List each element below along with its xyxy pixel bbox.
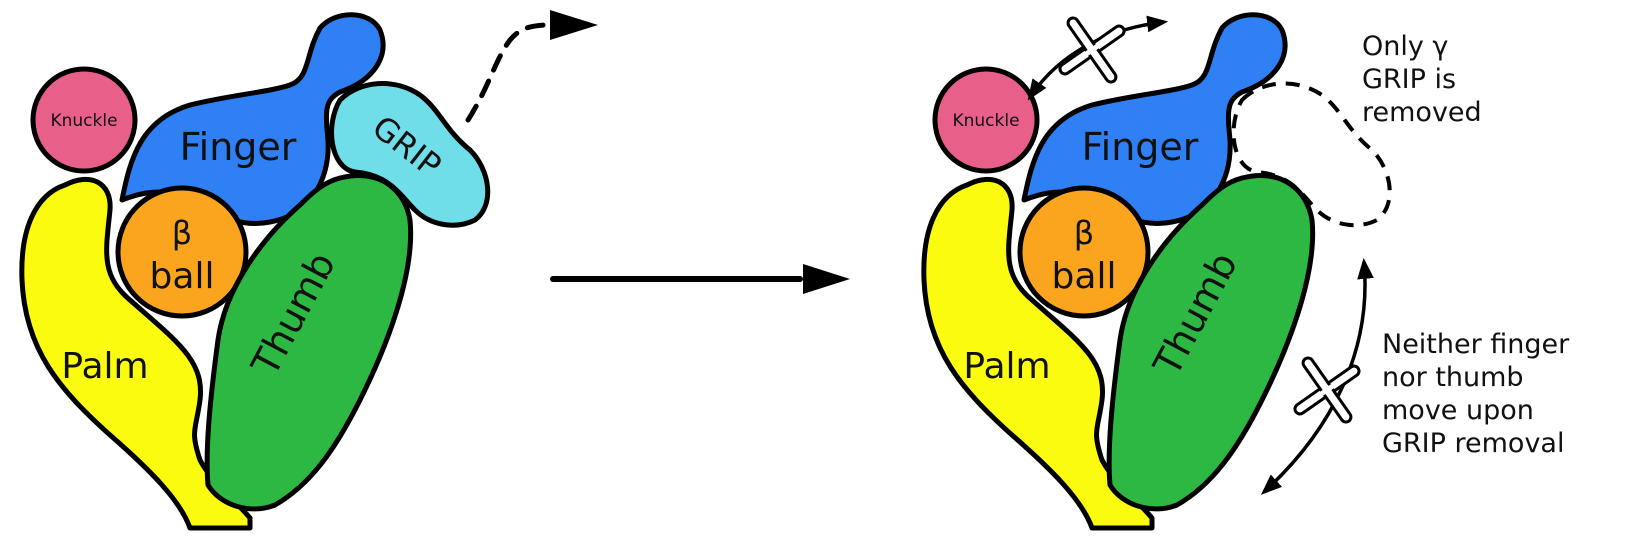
palm-label: Palm bbox=[61, 346, 148, 387]
blocked-cross-icon bbox=[1293, 356, 1361, 424]
note-grip-removed: Only γ GRIP is removed bbox=[1362, 31, 1482, 128]
before-panel: Palm Knuckle Finger GRIP β ball Thumb bbox=[19, 10, 598, 531]
ball-label: ball bbox=[1052, 256, 1117, 297]
grip-leaving-arrow bbox=[465, 22, 548, 123]
note-line: GRIP is bbox=[1362, 64, 1456, 95]
note-line: Only γ bbox=[1362, 31, 1448, 62]
thumb-shape bbox=[204, 173, 414, 512]
after-panel: Palm Knuckle Finger β ball Thumb bbox=[921, 12, 1392, 531]
note-line: move upon bbox=[1382, 395, 1534, 426]
ball-symbol: β bbox=[172, 214, 192, 252]
grip-leaving-arrowhead-icon bbox=[550, 10, 598, 40]
knuckle-label: Knuckle bbox=[952, 111, 1019, 131]
note-line: GRIP removal bbox=[1382, 428, 1564, 459]
ball-shape bbox=[115, 185, 249, 319]
grip-shape bbox=[329, 81, 491, 228]
note-line: removed bbox=[1362, 97, 1482, 128]
knuckle-shape bbox=[932, 66, 1040, 174]
palm-label: Palm bbox=[963, 346, 1050, 387]
note-line: Neither finger bbox=[1382, 329, 1570, 360]
blocked-cross-icon bbox=[1058, 16, 1126, 84]
finger-label: Finger bbox=[1082, 125, 1199, 169]
finger-label: Finger bbox=[180, 125, 297, 169]
note-line: nor thumb bbox=[1382, 362, 1524, 393]
ball-label: ball bbox=[150, 256, 215, 297]
transition-arrowhead-icon bbox=[803, 264, 850, 294]
note-no-move: Neither finger nor thumb move upon GRIP … bbox=[1382, 329, 1570, 459]
ball-symbol: β bbox=[1074, 214, 1094, 252]
ball-shape bbox=[1017, 185, 1151, 319]
knuckle-shape bbox=[30, 66, 138, 174]
transition-arrow bbox=[550, 264, 850, 294]
knuckle-label: Knuckle bbox=[50, 111, 117, 131]
